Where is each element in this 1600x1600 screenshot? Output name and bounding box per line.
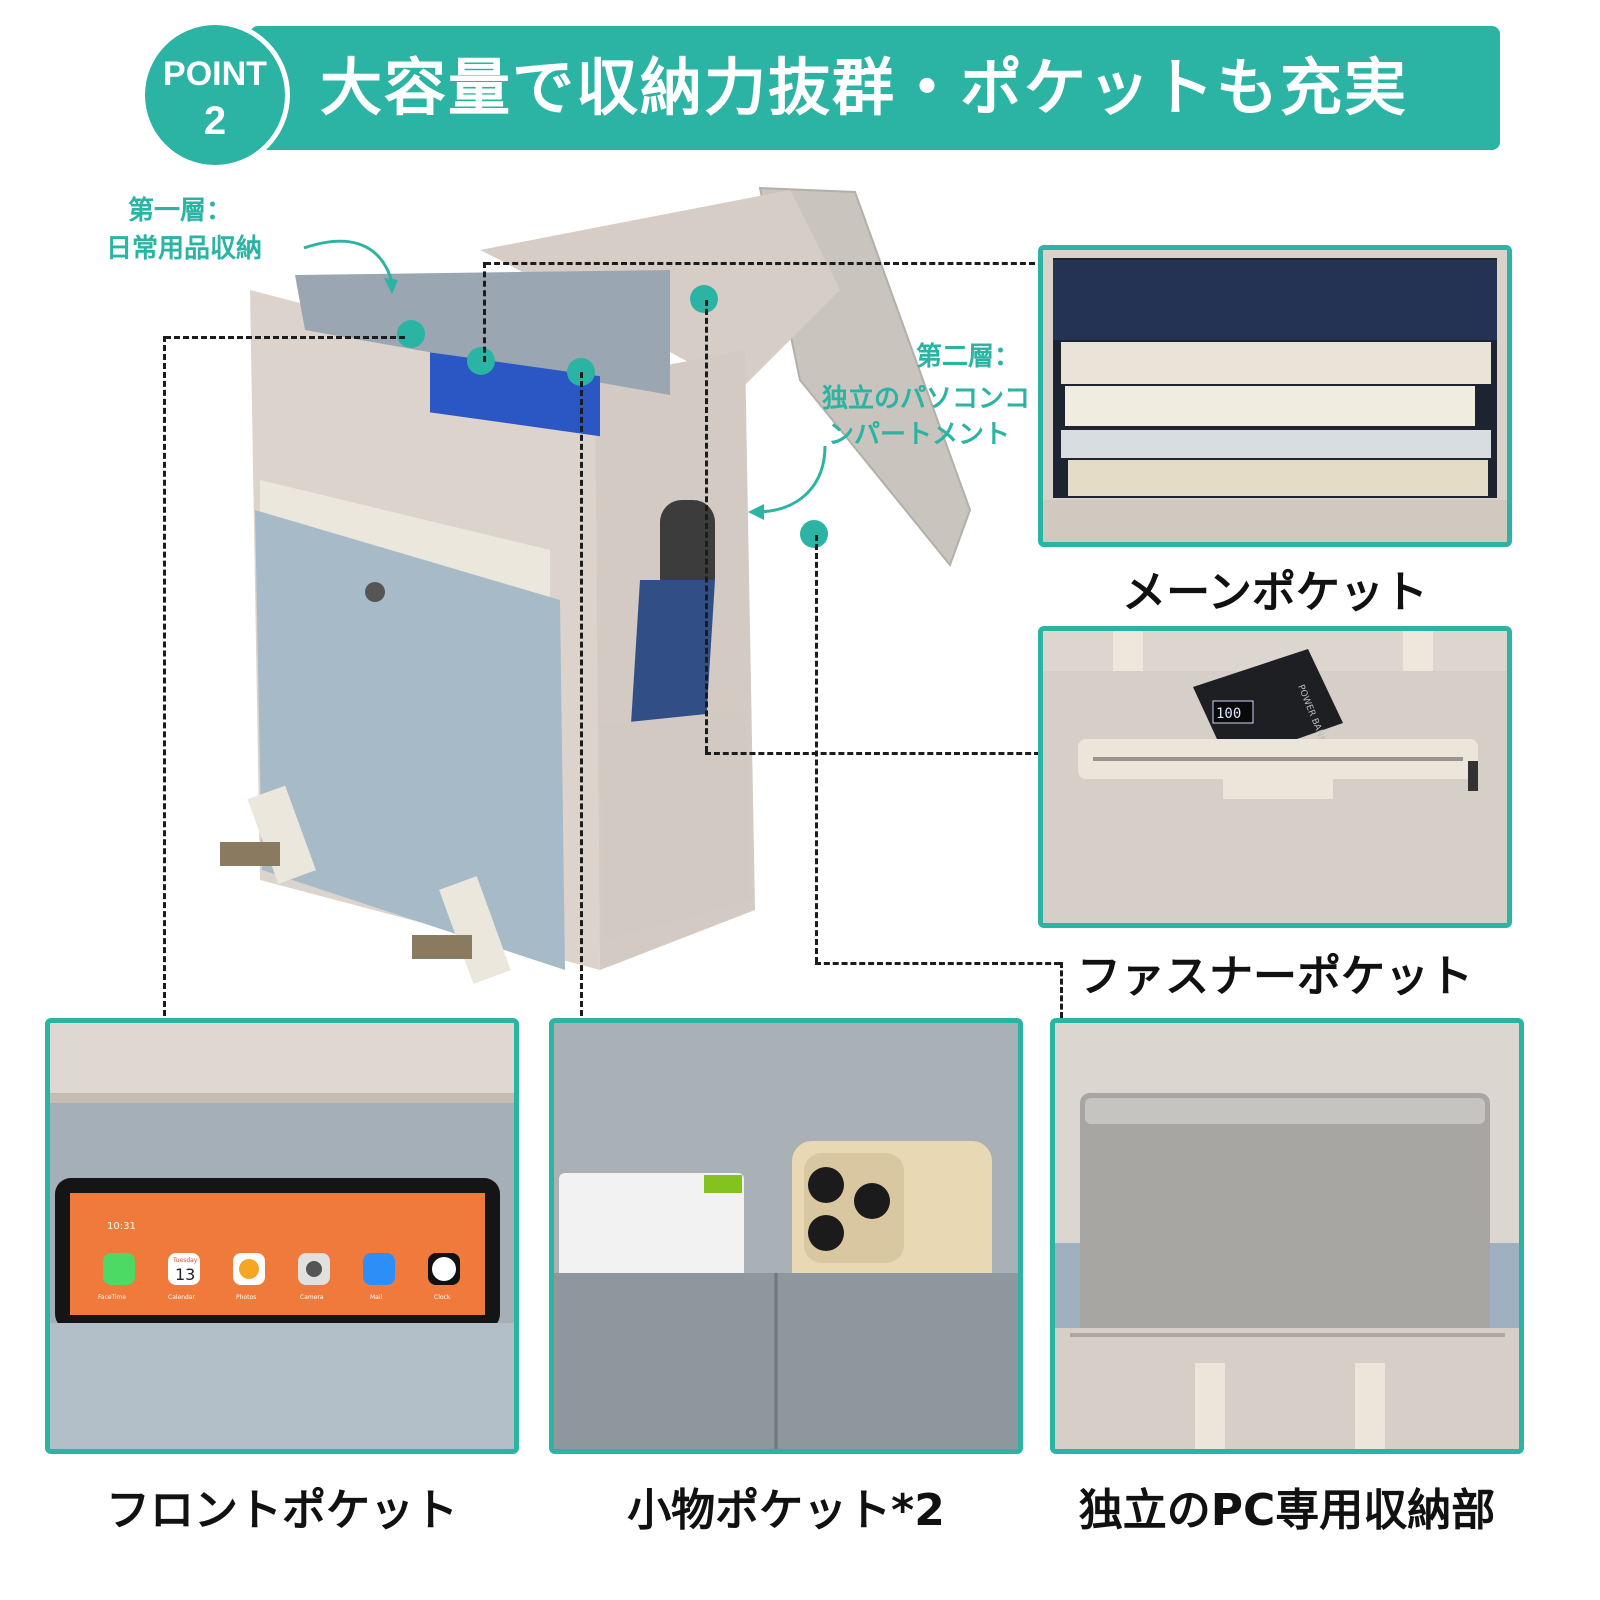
zipper-pocket-photo: 100 POWER BANK	[1038, 626, 1512, 928]
white-case	[559, 1173, 744, 1283]
layer2-desc-line1: 独立のパソコンコ	[821, 384, 1030, 414]
mail-icon	[363, 1253, 395, 1285]
backpack-illustration	[220, 186, 972, 984]
book-2	[1065, 386, 1475, 426]
book-4	[1068, 460, 1488, 496]
handle-right	[1355, 1363, 1385, 1449]
app-label-calendar: Calendar	[168, 1294, 196, 1301]
small-pockets-label: 小物ポケット*2	[627, 1485, 945, 1536]
connector-zipper-h	[705, 752, 1040, 755]
app-label-facetime: FaceTime	[98, 1294, 127, 1301]
calendar-date: 13	[175, 1265, 195, 1284]
calendar-day: Tuesday	[172, 1257, 198, 1264]
connector-zipper-v	[705, 300, 708, 752]
connector-small-pockets-v	[580, 372, 583, 1016]
app-label-clock: Clock	[434, 1294, 451, 1301]
connector-front-pocket-h	[165, 336, 405, 339]
main-pocket-contents	[1043, 250, 1507, 542]
connector-pc-h	[815, 962, 1060, 965]
facetime-icon	[103, 1253, 135, 1285]
main-pocket-label: メーンポケット	[1122, 567, 1428, 618]
inner-blue-item	[430, 352, 600, 437]
umbrella-handle	[660, 500, 715, 600]
main-pocket-photo	[1038, 245, 1512, 547]
calendar-icon	[168, 1253, 200, 1285]
pc-storage-contents	[1055, 1023, 1519, 1449]
connector-front-pocket-v	[163, 336, 166, 1016]
front-pocket-photo: 10:31 Tuesday 13 FaceTime Calendar Photo…	[45, 1018, 519, 1454]
small-pockets-contents	[554, 1023, 1018, 1449]
umbrella	[630, 580, 715, 740]
layer2-desc-line2: ンパートメント	[827, 420, 1010, 450]
front-pocket-contents: 10:31 Tuesday 13 FaceTime Calendar Photo…	[50, 1023, 514, 1449]
marker-dot-2	[467, 347, 495, 375]
page-title: 大容量で収納力抜群・ポケットも充実	[320, 51, 1409, 124]
connector-pc-v1	[815, 535, 818, 963]
side-pocket	[600, 710, 750, 940]
layer1-heading: 第一層：	[128, 196, 233, 226]
marker-dot-5	[800, 520, 828, 548]
buckle-right	[412, 935, 472, 959]
tablet-screen	[70, 1193, 485, 1315]
marker-dot-1	[397, 320, 425, 348]
layer2-heading: 第二層：	[915, 342, 1020, 372]
handle-left	[1195, 1363, 1225, 1449]
bottom-strap-right	[439, 876, 511, 984]
header-banner	[250, 26, 1500, 150]
tablet-time: 10:31	[107, 1221, 136, 1232]
power-bank	[1193, 649, 1343, 763]
front-pocket	[255, 510, 565, 970]
book-1	[1061, 342, 1491, 384]
layer2-arrow	[748, 445, 827, 520]
small-pockets-photo	[549, 1018, 1023, 1454]
zipper-pocket-label: ファスナーポケット	[1077, 951, 1473, 1002]
front-pocket-top	[260, 480, 550, 600]
marker-dot-4	[690, 285, 718, 313]
pc-storage-photo	[1050, 1018, 1524, 1454]
point-badge: POINT 2	[145, 25, 285, 165]
buckle-left	[220, 842, 280, 866]
zipper-pocket-contents: 100 POWER BANK	[1043, 631, 1507, 923]
app-label-camera: Camera	[300, 1294, 324, 1301]
app-label-mail: Mail	[370, 1294, 383, 1301]
connector-pc-v2	[1060, 962, 1063, 1018]
front-pocket-snap	[365, 582, 385, 602]
layer1-desc: 日常用品収納	[106, 234, 263, 264]
point-number: 2	[203, 99, 227, 143]
front-pocket-label: フロントポケット	[106, 1485, 458, 1536]
point-word: POINT	[163, 55, 267, 93]
book-3	[1061, 430, 1491, 458]
zipper-pull	[1468, 761, 1478, 791]
laptop	[1080, 1093, 1490, 1353]
connector-main-pocket-h	[485, 262, 1035, 265]
app-label-photos: Photos	[236, 1294, 256, 1301]
connector-main-pocket-v	[483, 262, 486, 362]
bottom-strap-left	[247, 785, 316, 884]
pc-storage-label: 独立のPC専用収納部	[1078, 1485, 1496, 1536]
layer1-arrow	[303, 239, 398, 294]
folded-jeans	[1053, 260, 1497, 340]
power-bank-display: 100	[1216, 706, 1241, 722]
